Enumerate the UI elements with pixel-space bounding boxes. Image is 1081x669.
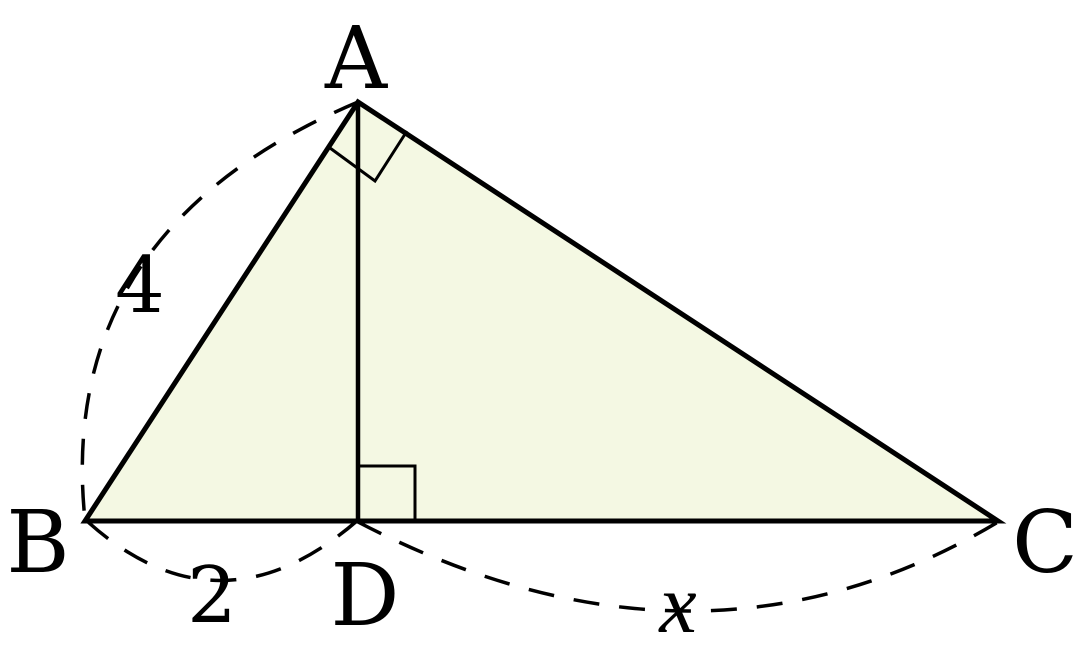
vertex-label-d: D <box>331 546 400 646</box>
triangle-abc <box>80 98 1007 524</box>
vertex-label-a: A <box>324 9 388 109</box>
length-label-dc: x <box>657 558 696 651</box>
arc-bd-length <box>86 518 360 583</box>
vertex-label-c: C <box>1012 493 1078 593</box>
length-label-bd: 2 <box>187 551 237 641</box>
right-angle-mark-d <box>358 464 417 521</box>
arc-dc-length <box>357 520 999 613</box>
arc-ab-length <box>80 100 359 521</box>
length-label-ab: 4 <box>115 241 165 331</box>
vertex-label-b: B <box>6 493 69 593</box>
right-angle-mark-a <box>329 130 409 184</box>
